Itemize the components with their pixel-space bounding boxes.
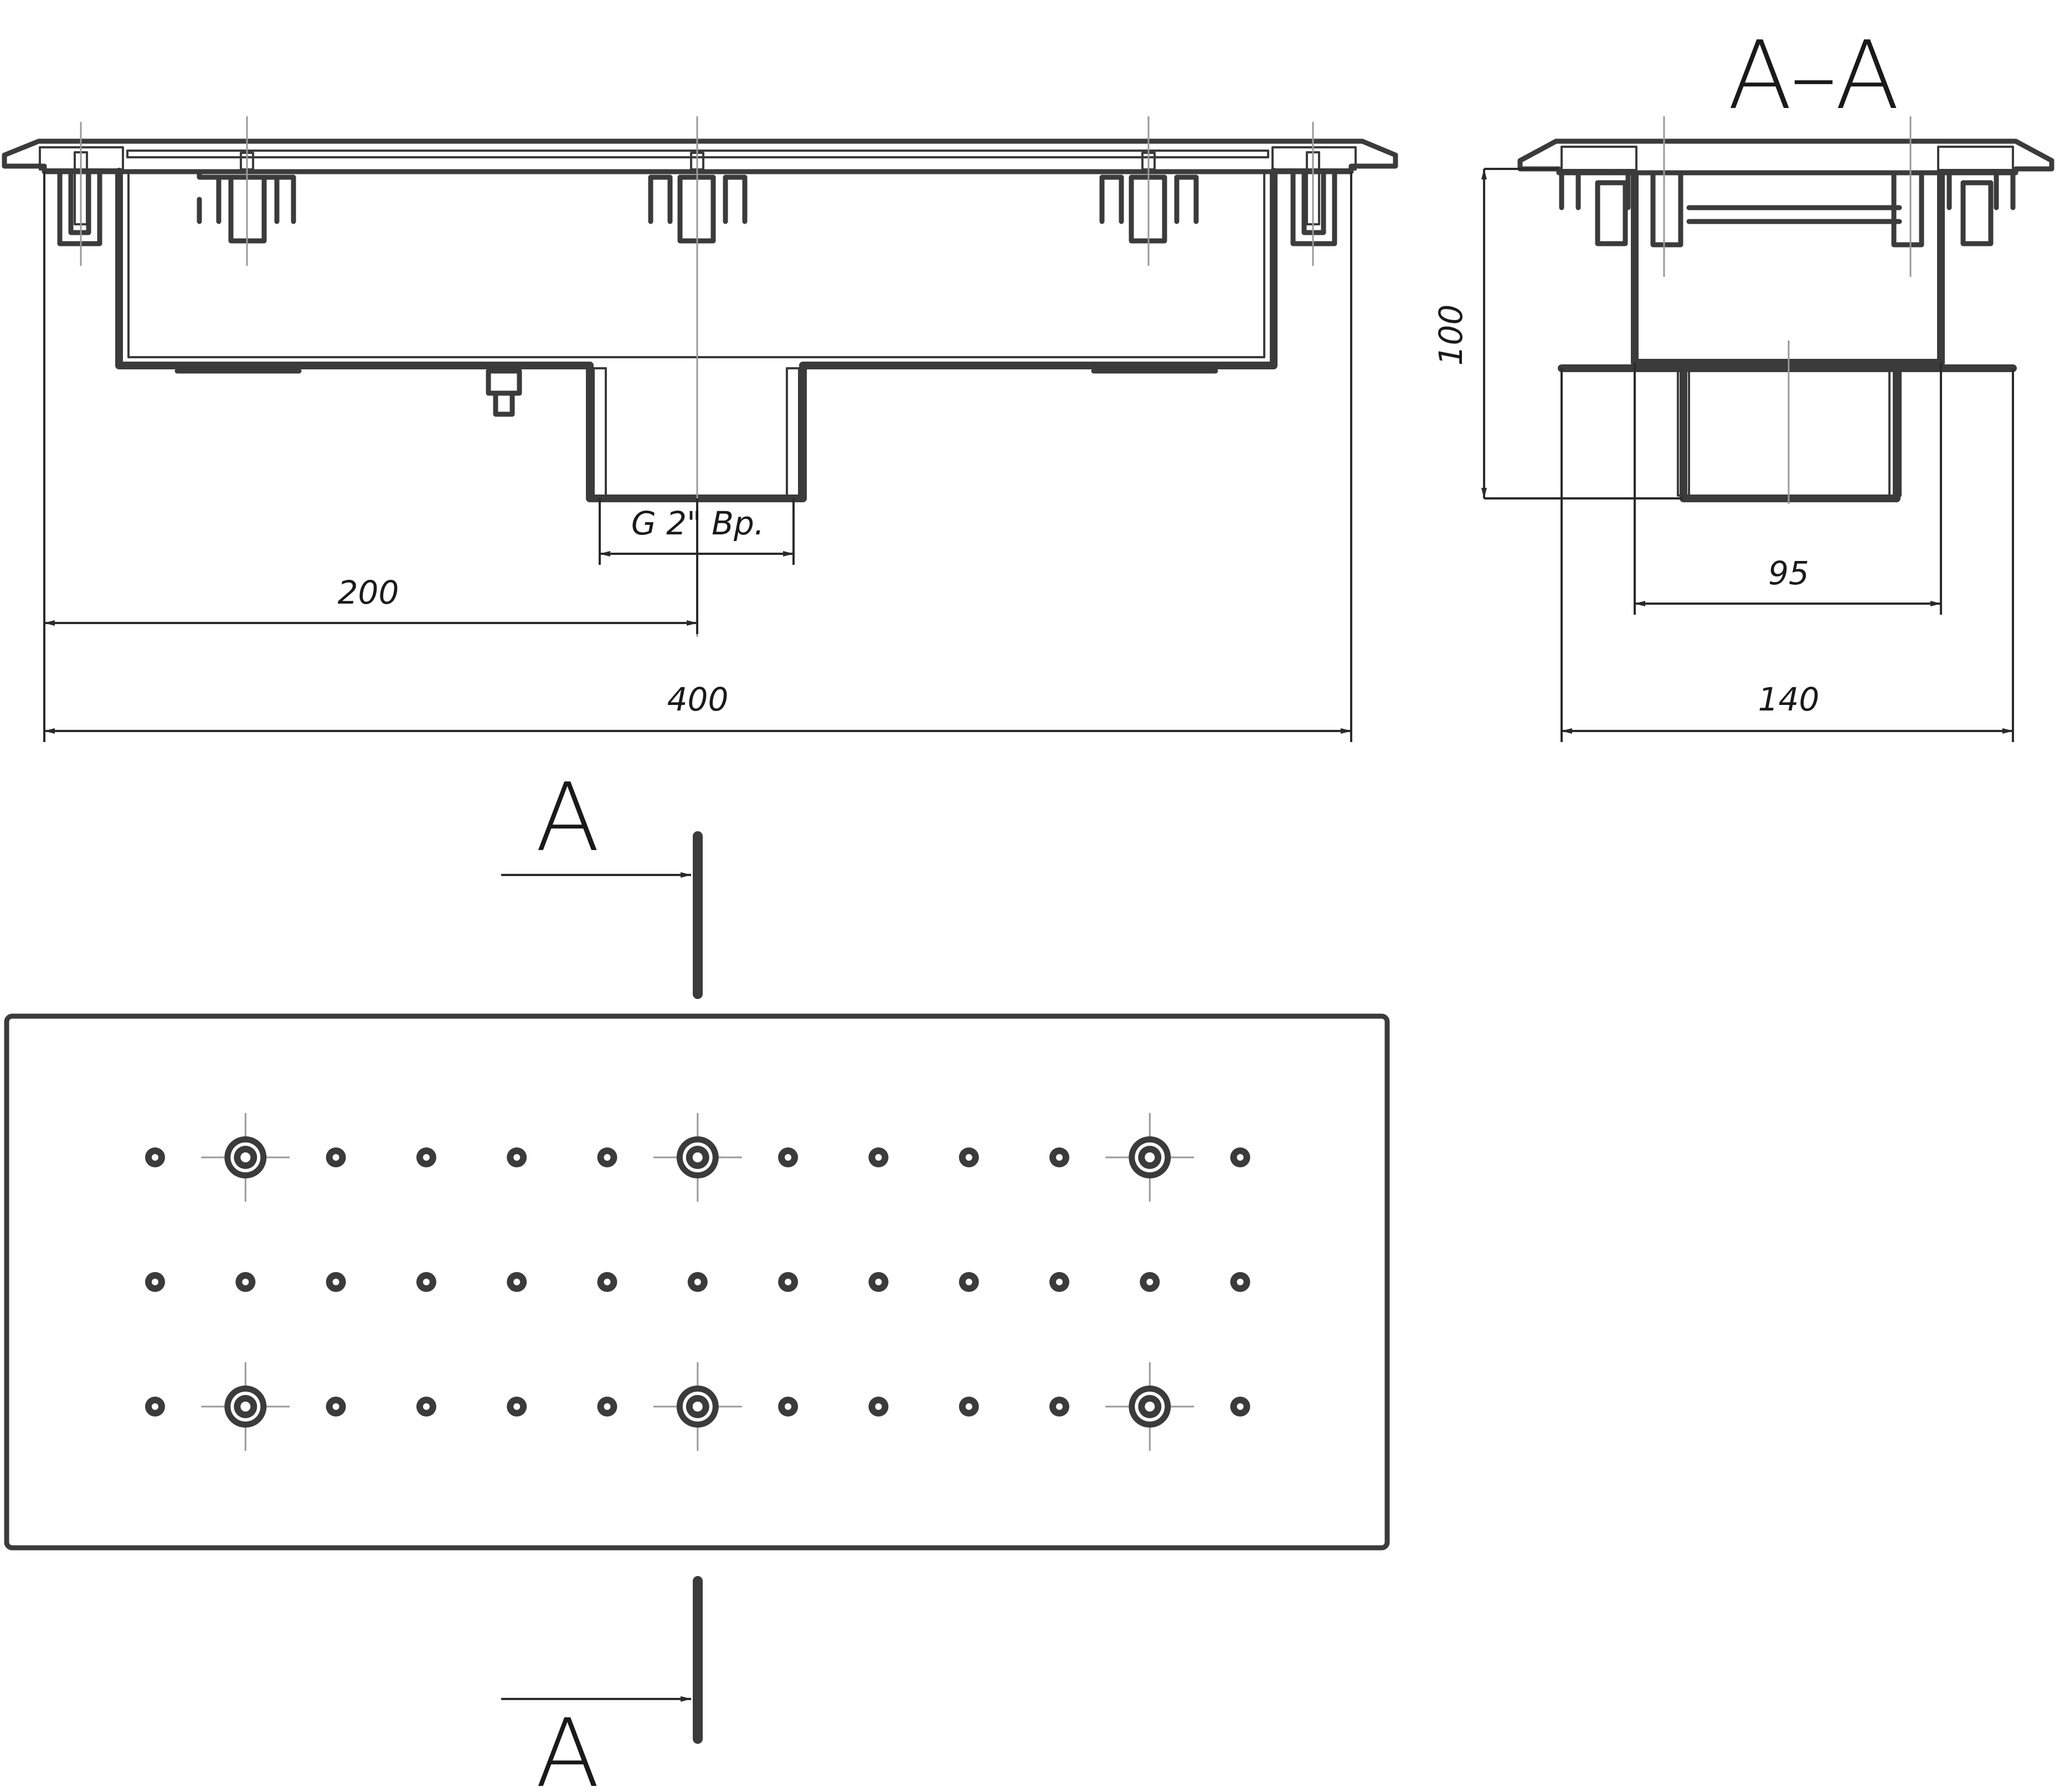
plan-outline <box>4 1013 1390 1551</box>
perforation-hole <box>868 1272 889 1292</box>
perforation-hole <box>416 1147 436 1167</box>
perforation-hole <box>1049 1272 1069 1292</box>
front-top-flange <box>2 138 1398 174</box>
perforation-hole <box>326 1147 346 1167</box>
section-title: A–A <box>1728 21 1899 131</box>
section-view: A–A <box>1432 21 2054 742</box>
front-view: 400 200 G 2" Вр. <box>2 116 1398 742</box>
perforation-hole <box>959 1397 979 1417</box>
plan-hole-grid <box>145 1113 1250 1451</box>
fastener-hole <box>201 1113 290 1202</box>
perforation-hole <box>416 1397 436 1417</box>
perforation-hole <box>145 1397 165 1417</box>
section-outlet-pipe <box>1677 364 1902 502</box>
dim-95-label: 95 <box>1768 554 1809 592</box>
perforation-hole <box>778 1147 799 1167</box>
section-centerlines <box>1663 116 1912 504</box>
section-dimensions <box>1481 168 2014 742</box>
perforation-hole <box>597 1147 617 1167</box>
perforation-hole <box>235 1272 256 1292</box>
perforation-hole <box>507 1397 527 1417</box>
perforation-hole <box>959 1147 979 1167</box>
perforation-hole <box>326 1397 346 1417</box>
section-seal-right <box>1937 146 2014 171</box>
perforation-hole <box>868 1397 889 1417</box>
dim-outlet-label: G 2" Вр. <box>631 504 764 542</box>
dim-100-label: 100 <box>1432 305 1470 366</box>
perforation-hole <box>597 1272 617 1292</box>
perforation-hole <box>1230 1272 1250 1292</box>
perforation-hole <box>597 1397 617 1417</box>
perforation-hole <box>778 1397 799 1417</box>
section-mark-top: A <box>535 763 600 873</box>
fastener-hole <box>653 1362 742 1451</box>
perforation-hole <box>868 1147 889 1167</box>
perforation-hole <box>1049 1397 1069 1417</box>
front-tray-body <box>115 168 1278 369</box>
fastener-hole <box>1105 1362 1194 1451</box>
section-brackets <box>1559 170 2016 248</box>
perforation-hole <box>1140 1272 1160 1292</box>
dim-200-label: 200 <box>338 574 399 611</box>
front-drain-plug-nut <box>493 390 515 417</box>
dim-140-label: 140 <box>1758 681 1820 718</box>
perforation-hole <box>145 1147 165 1167</box>
perforation-hole <box>507 1272 527 1292</box>
perforation-hole <box>687 1272 708 1292</box>
perforation-hole <box>507 1147 527 1167</box>
perforation-hole <box>416 1272 436 1292</box>
perforation-hole <box>778 1272 799 1292</box>
perforation-hole <box>959 1272 979 1292</box>
section-mark-bottom: A <box>535 1699 600 1792</box>
perforation-hole <box>326 1272 346 1292</box>
fastener-hole <box>1105 1113 1194 1202</box>
plan-view: A A <box>4 763 1390 1792</box>
perforation-hole <box>1049 1147 1069 1167</box>
perforation-hole <box>1230 1397 1250 1417</box>
fastener-hole <box>653 1113 742 1202</box>
front-drain-plug <box>486 368 522 396</box>
perforation-hole <box>1230 1147 1250 1167</box>
front-flange-seal-right <box>1271 146 1357 171</box>
fastener-hole <box>201 1362 290 1451</box>
front-dimensions <box>43 172 1352 742</box>
section-seal-left <box>1561 146 1637 171</box>
dim-400-label: 400 <box>667 681 729 718</box>
perforation-hole <box>145 1272 165 1292</box>
